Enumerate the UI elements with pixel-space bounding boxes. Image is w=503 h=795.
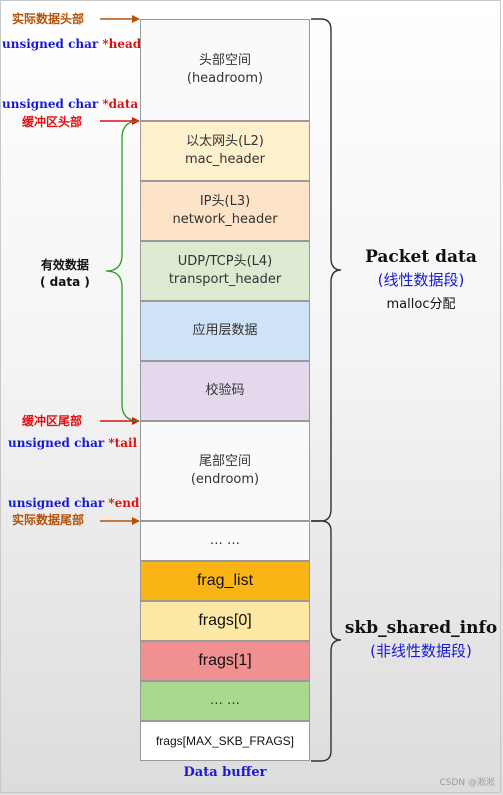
checksum-block: 校验码 [140,361,310,421]
packet-data-brace [311,18,342,522]
packet-data-title: Packet data (线性数据段) malloc分配 [336,247,503,312]
frag-list-block: frag_list [140,561,310,601]
buffer-tail-label: 缓冲区尾部 [22,414,83,428]
packet-data-subtitle: (线性数据段) [377,271,465,289]
mac-header-block: 以太网头(L2) mac_header [140,121,310,181]
head-pointer-label: unsigned char *head [2,37,142,51]
end-pointer-label: unsigned char *end [8,496,140,510]
valid-data-bracket [105,120,140,422]
network-header-block: IP头(L3) network_header [140,181,310,241]
tail-pointer-label: unsigned char *tail [8,436,138,450]
frags-1-block: frags[1] [140,641,310,681]
actual-tail-label: 实际数据尾部 [12,513,85,527]
headroom-block: 头部空间 (headroom) [140,19,310,121]
shared-info-brace [311,520,342,762]
app-data-block: 应用层数据 [140,301,310,361]
shared-info-subtitle: (非线性数据段) [370,642,472,660]
endroom-block: 尾部空间 (endroom) [140,421,310,521]
packet-data-note: malloc分配 [386,297,456,312]
frags-max-block: frags[MAX_SKB_FRAGS] [140,721,310,761]
watermark: CSDN @淞淞 [439,778,495,788]
ellipsis-bottom-block: … … [140,681,310,721]
transport-header-block: UDP/TCP头(L4) transport_header [140,241,310,301]
shared-info-title: skb_shared_info (非线性数据段) [336,618,503,661]
actual-head-label: 实际数据头部 [12,12,85,26]
packet-data-heading: Packet data [365,247,477,267]
frags-0-block: frags[0] [140,601,310,641]
valid-data-label: 有效数据 ( data ) [40,258,90,289]
data-buffer-caption: Data buffer [183,765,267,780]
ellipsis-top-block: … … [140,521,310,561]
data-pointer-label: unsigned char *data [2,97,139,111]
buffer-head-label: 缓冲区头部 [22,115,83,129]
shared-info-heading: skb_shared_info [344,618,498,638]
